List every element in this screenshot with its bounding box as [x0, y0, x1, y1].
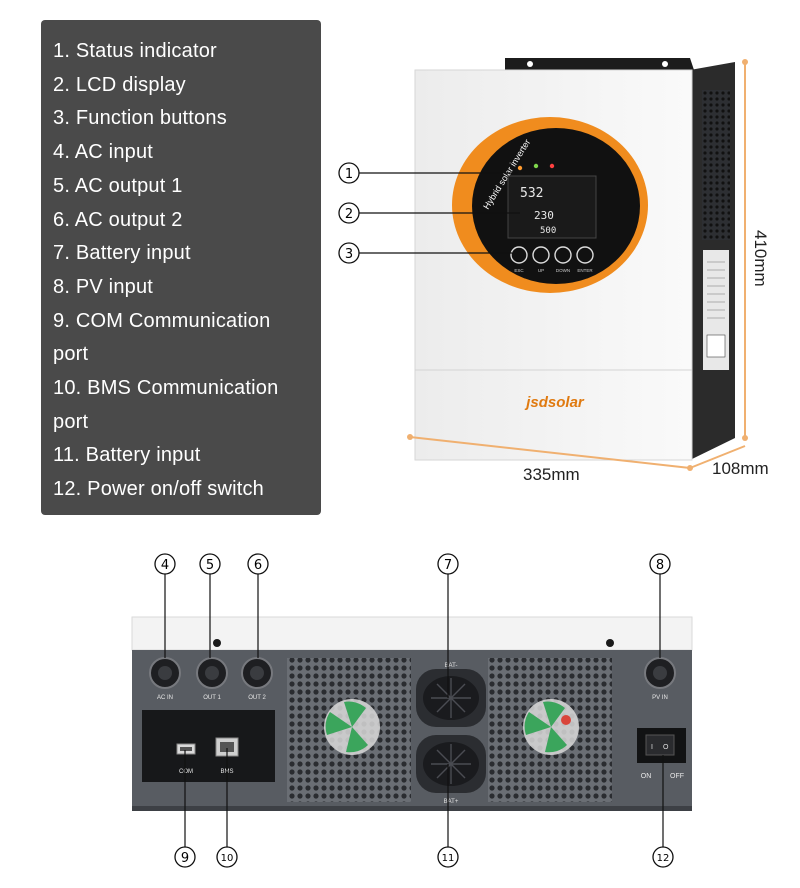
legend-item: 11. Battery input: [53, 444, 201, 467]
esc-label: ESC: [514, 268, 524, 273]
bracket-hole-icon: [527, 61, 533, 67]
bracket-hole-icon: [662, 61, 668, 67]
callout-7: 7: [444, 558, 452, 573]
fan-hub-mark: [561, 715, 571, 725]
legend-item: port: [53, 343, 89, 366]
enter-button[interactable]: [576, 246, 594, 264]
bms-port-inner: [220, 742, 234, 752]
callout-4: 4: [161, 558, 169, 573]
callout-6: 6: [254, 558, 262, 573]
rear-callouts-top: 4 5 6 7 8: [154, 553, 671, 698]
ac-in-label: AC IN: [157, 695, 173, 701]
screw-icon: [606, 639, 614, 647]
bat-pos-label: BAT+: [444, 799, 459, 805]
off-label: OFF: [670, 773, 684, 780]
function-buttons: ESC UP DOWN ENTER: [510, 246, 594, 273]
lcd-display: [507, 175, 597, 239]
lcd-line3: 500: [540, 226, 556, 236]
switch-off-mark: O: [663, 744, 669, 751]
depth-line: [689, 445, 746, 469]
brand-logo: jsdsolar: [524, 394, 585, 411]
side-vent: [702, 90, 730, 240]
legend-item: 1. Status indicator: [53, 40, 217, 62]
down-label: DOWN: [556, 268, 570, 273]
fan-blade: [524, 712, 551, 735]
dim-dot: [407, 434, 413, 440]
fan-blade: [325, 712, 352, 735]
callout-8: 8: [656, 558, 664, 573]
fan-blade: [543, 701, 565, 727]
callout-3: 3: [345, 247, 353, 262]
front-callouts: 1 2 3: [338, 162, 520, 264]
legend-item: 9. COM Communication: [53, 309, 271, 332]
down-button[interactable]: [554, 246, 572, 264]
lcd-line1: 532: [520, 186, 543, 201]
width-line: [409, 436, 691, 469]
fan-blade: [344, 701, 366, 727]
port-core: [205, 666, 219, 680]
grommet-slits: [431, 744, 471, 784]
com-label: COM: [179, 769, 193, 775]
port-core: [158, 666, 172, 680]
rear-bottom-edge: [132, 806, 692, 811]
dimension-lines: 410mm 335mm 108mm: [407, 59, 770, 484]
lcd-line2: 230: [534, 209, 554, 222]
legend-item: 3. Function buttons: [53, 107, 227, 130]
legend-item: 12. Power on/off switch: [53, 478, 265, 501]
fan-blade: [545, 727, 567, 753]
legend-item: 10. BMS Communication: [53, 377, 279, 400]
ac-glands: AC IN OUT 1 OUT 2 PV IN: [149, 657, 676, 701]
callout-2: 2: [345, 207, 353, 222]
dim-dot: [742, 435, 748, 441]
fan-blade: [346, 727, 368, 753]
port-core: [250, 666, 264, 680]
pv-in-label: PV IN: [652, 695, 668, 701]
bat-neg-label: BAT-: [445, 663, 458, 669]
depth-label: 108mm: [712, 459, 769, 478]
callout-9: 9: [181, 851, 189, 866]
side-label-text: [707, 261, 725, 319]
legend-item: port: [53, 410, 89, 433]
power-switch[interactable]: [645, 734, 675, 756]
status-indicator-icon: [517, 165, 523, 171]
height-label: 410mm: [751, 230, 770, 287]
mounting-bracket: [505, 58, 694, 70]
out1-label: OUT 1: [203, 695, 221, 701]
status-indicator-icon: [549, 163, 555, 169]
legend-item: 6. AC output 2: [53, 208, 183, 231]
up-label: UP: [538, 268, 544, 273]
callout-1: 1: [345, 167, 353, 182]
screw-icon: [213, 639, 221, 647]
front-view: Hybrid solar inverter 532 230 500 ESC UP…: [338, 58, 770, 484]
port-core: [653, 666, 667, 680]
callout-11: 11: [442, 853, 455, 864]
status-indicator-icon: [533, 163, 539, 169]
enter-label: ENTER: [577, 268, 593, 273]
width-label: 335mm: [523, 465, 580, 484]
dim-dot: [742, 59, 748, 65]
rear-top-casing: [131, 616, 693, 651]
out2-label: OUT 2: [248, 695, 266, 701]
legend-item: 5. AC output 1: [53, 174, 183, 197]
legend-item: 2. LCD display: [53, 73, 186, 96]
com-port-inner: [180, 747, 192, 751]
barcode-icon: [706, 334, 726, 358]
grommet-slits: [431, 678, 471, 718]
legend-panel: 1. Status indicator 2. LCD display 3. Fu…: [41, 20, 321, 515]
callout-5: 5: [206, 558, 214, 573]
on-label: ON: [641, 773, 652, 780]
callout-10: 10: [221, 853, 234, 864]
up-button[interactable]: [532, 246, 550, 264]
rear-callouts-bottom: 9 10 11 12: [174, 748, 674, 868]
switch-on-mark: I: [651, 744, 653, 751]
callout-12: 12: [657, 853, 670, 864]
esc-button[interactable]: [510, 246, 528, 264]
rear-view: BAT- BAT+ AC IN OUT 1 OUT 2 PV IN: [131, 553, 693, 868]
legend-item: 8. PV input: [53, 275, 154, 298]
legend-item: 7. Battery input: [53, 242, 191, 265]
comm-port-box: [142, 710, 275, 782]
legend-item: 4. AC input: [53, 141, 154, 164]
